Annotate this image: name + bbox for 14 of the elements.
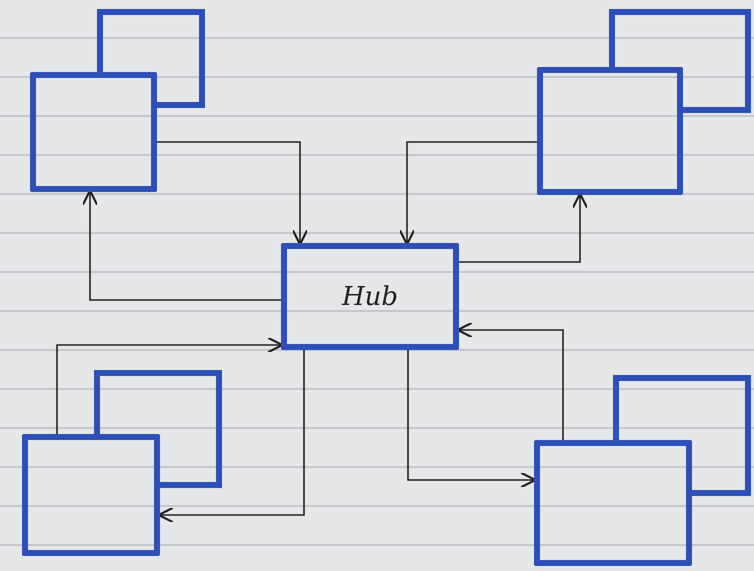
empty-box [30,72,157,192]
arrow [56,336,284,434]
hub-box [281,243,459,350]
arrow [398,141,537,246]
empty-box [534,440,692,566]
empty-box [22,434,160,556]
arrow [157,350,305,524]
empty-box [537,67,683,195]
arrow [157,141,308,246]
node-label: Hub [342,282,398,312]
arrow [82,189,281,301]
arrow [456,322,564,440]
arrow [407,350,537,488]
arrow [459,192,588,263]
